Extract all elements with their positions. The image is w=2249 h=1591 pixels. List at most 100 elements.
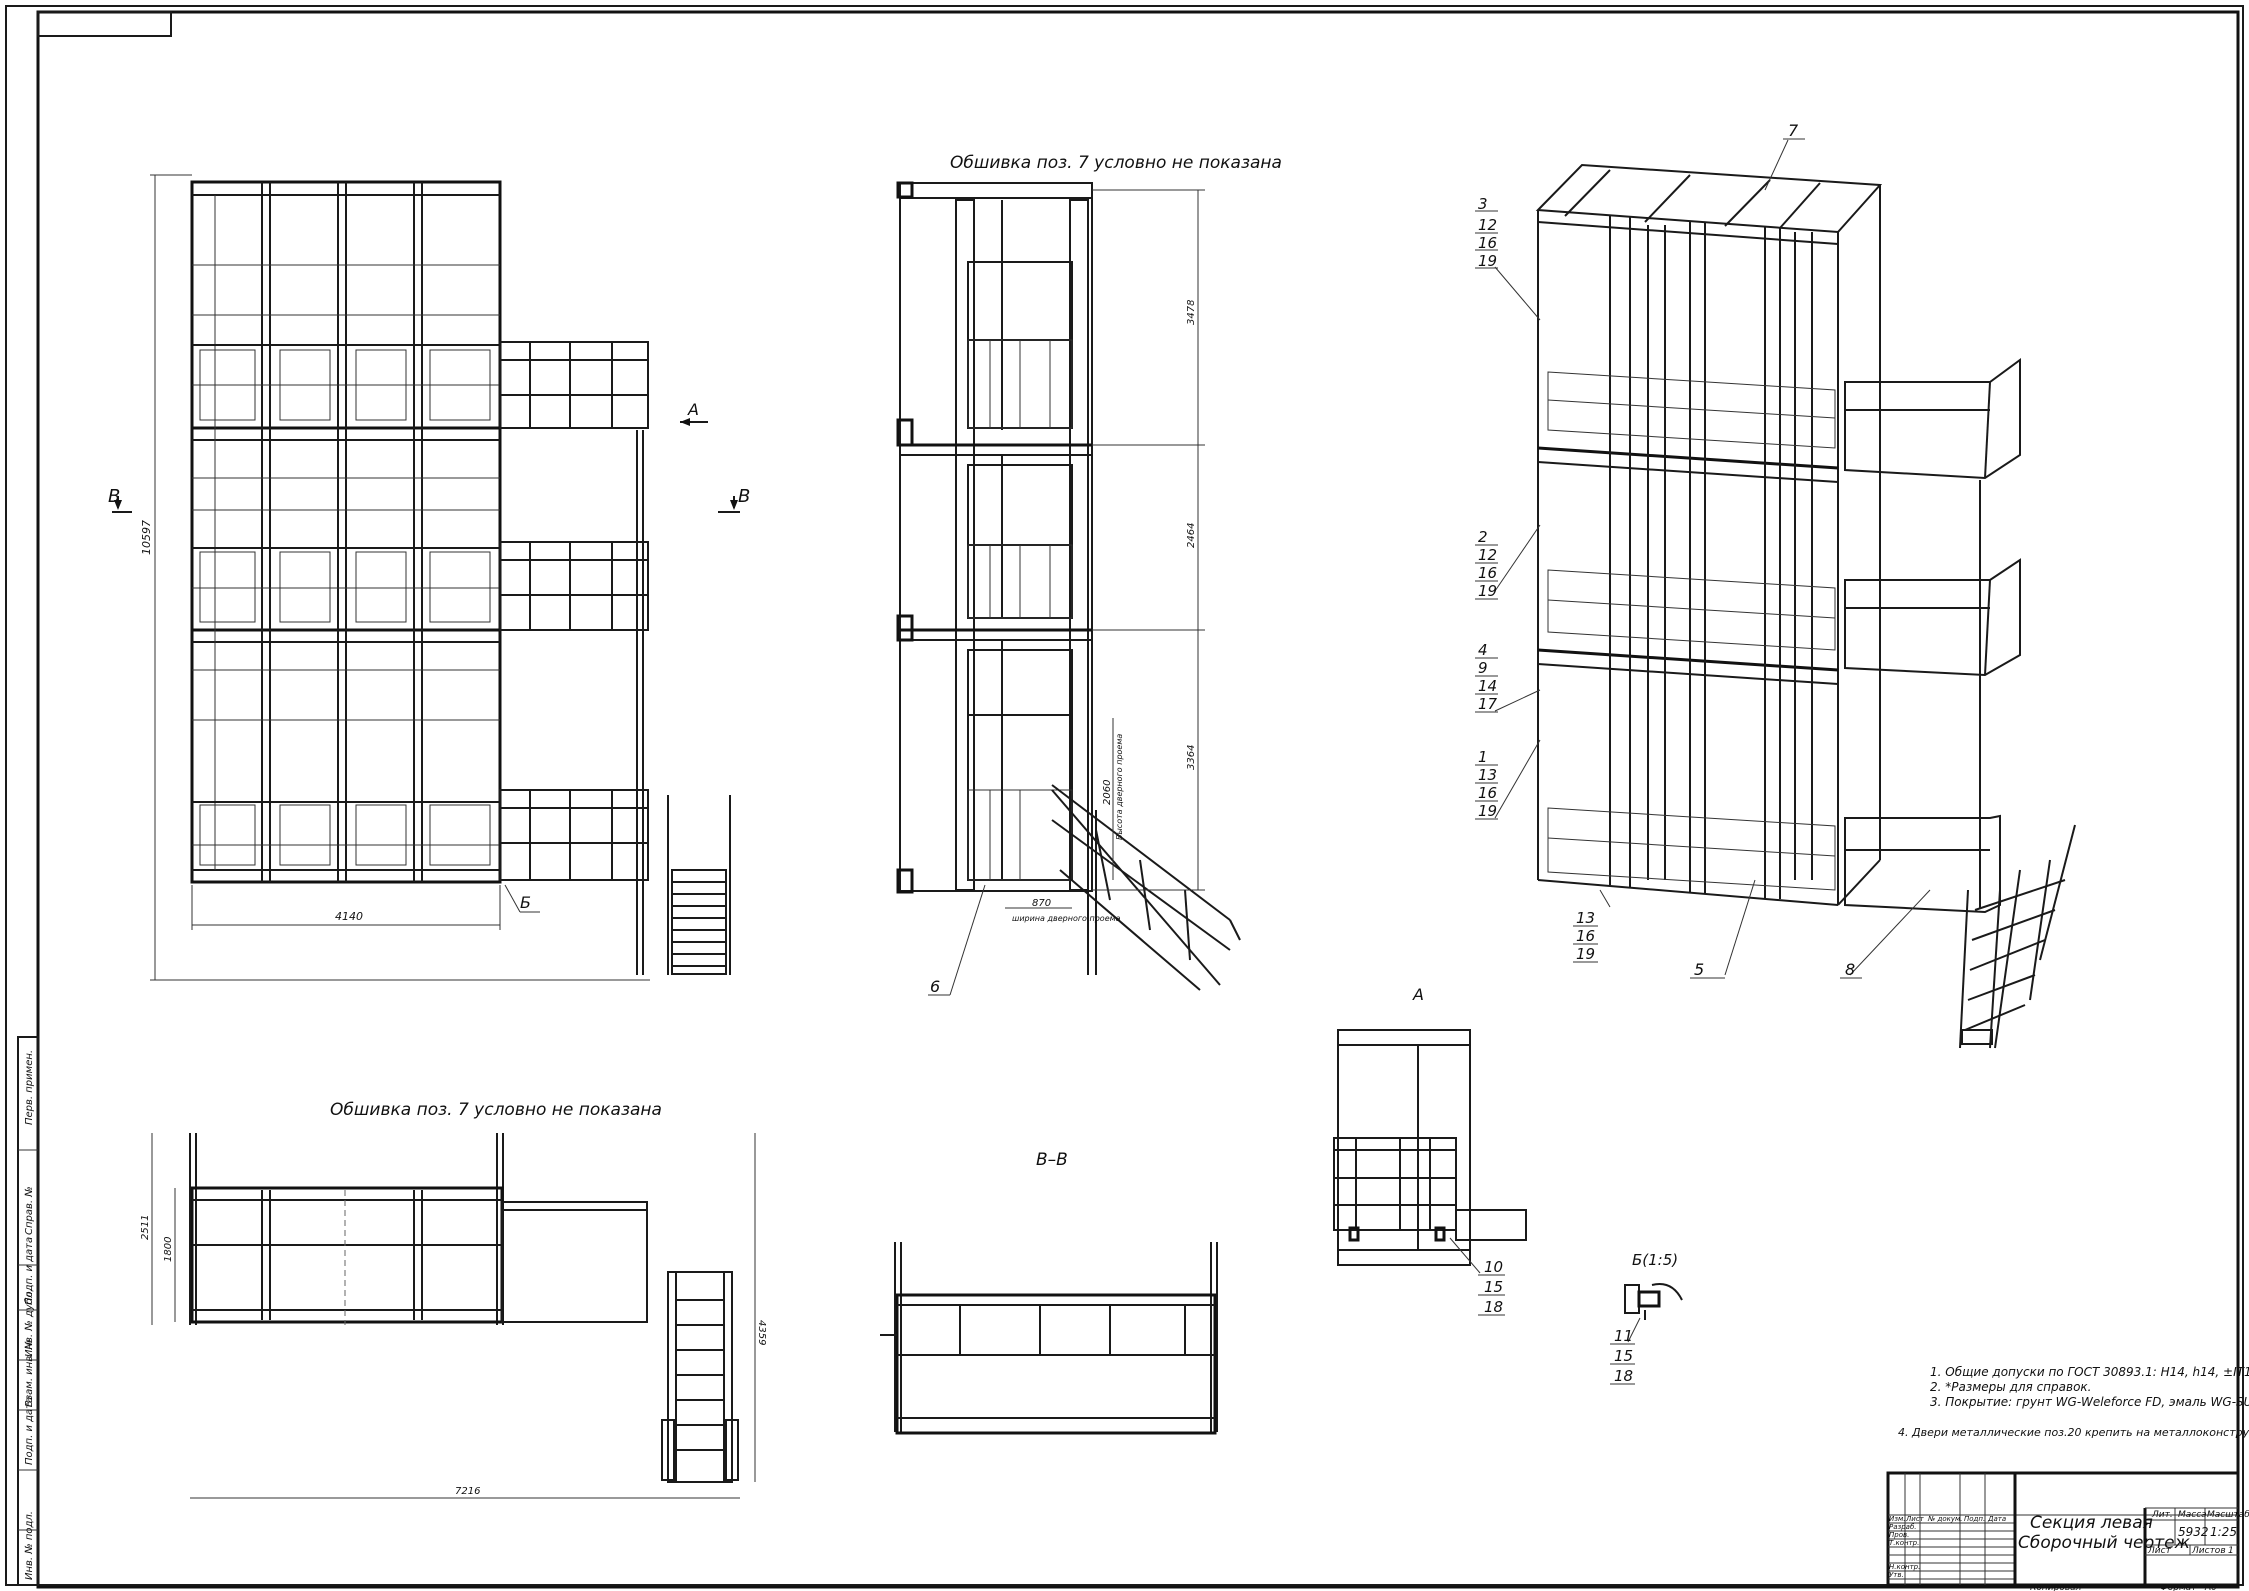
dim-door-height-note: Высота дверного проема	[1115, 734, 1124, 840]
view-a-arrow: А	[687, 400, 699, 419]
tb-row-4: Н.контр.	[1889, 1563, 1920, 1571]
stamp-text-5: Взам. инв. №	[24, 1339, 35, 1407]
tb-h-izm: Изм.	[1889, 1515, 1905, 1523]
callout-2: 2	[1478, 528, 1488, 546]
tb-h-date: Дата	[1987, 1515, 2006, 1523]
tb-title-2: Сборочный чертеж	[2018, 1533, 2191, 1553]
callout-stack-3: 4 9 14 17	[1475, 641, 1498, 713]
tb-lit-label: Лит.	[2151, 1510, 2173, 1520]
callout-stack-bottom: 13 16 19	[1573, 909, 1598, 963]
tb-row-2: Пров.	[1889, 1531, 1909, 1539]
callout-1: 1	[1478, 748, 1488, 766]
side-stamp: Перв. примен. Справ. № Подп. и дата Инв.…	[17, 1036, 39, 1586]
callout-stack-1: 3 12 16 19	[1475, 195, 1498, 270]
technical-notes: 1. Общие допуски по ГОСТ 30893.1: H14, h…	[1898, 1365, 2249, 1439]
tb-mass-value: 5932	[2178, 1525, 2209, 1539]
note-plan: Обшивка поз. 7 условно не показана	[330, 1100, 662, 1120]
dim-door-width: 870	[1032, 898, 1051, 909]
view-a-title: А	[1412, 985, 1424, 1004]
view-a-detail: А 10 15 18	[1333, 985, 1527, 1316]
tb-scale-value: 1:25	[2210, 1525, 2237, 1539]
stamp-text-6: Подп. и дата	[24, 1397, 35, 1465]
dim-plan-stair: 4359	[756, 1320, 767, 1345]
callout-8: 8	[1845, 960, 1855, 979]
callout-15b: 15	[1614, 1347, 1633, 1365]
note-3: 3. Покрытие: грунт WG-Weleforce FD, эмал…	[1930, 1395, 2249, 1409]
tb-format-label: Формат	[2160, 1583, 2197, 1591]
callout-19c: 19	[1478, 802, 1497, 820]
tb-scale-label: Масштаб	[2207, 1510, 2249, 1520]
section-vv-title: В–В	[1036, 1150, 1068, 1170]
tb-sheet-label: Лист	[2147, 1546, 2172, 1556]
tb-h-list: Лист	[1905, 1515, 1925, 1523]
callout-16d: 16	[1576, 927, 1595, 945]
tb-row-1: Разраб.	[1889, 1523, 1917, 1531]
tb-h-doc: № докум.	[1927, 1515, 1963, 1523]
tb-mass-label: Масса	[2178, 1510, 2207, 1520]
tb-copied: Копировал	[2030, 1583, 2082, 1591]
isometric-view	[1494, 139, 2076, 1049]
note-1: 1. Общие допуски по ГОСТ 30893.1: H14, h…	[1930, 1365, 2249, 1379]
dim-level-3: 3364	[1186, 745, 1197, 770]
plan-view: Обшивка поз. 7 условно не показана	[140, 1100, 767, 1499]
stamp-text-1: Перв. примен.	[24, 1050, 35, 1125]
tb-row-3: Т.контр.	[1889, 1539, 1919, 1547]
tb-title-1: Секция левая	[2030, 1513, 2153, 1533]
view-b-title: Б(1:5)	[1632, 1251, 1678, 1269]
stamp-text-7: Инв. № подл.	[24, 1511, 35, 1580]
dim-door-height: 2060	[1102, 780, 1113, 805]
callout-3: 3	[1478, 195, 1488, 213]
side-view: Обшивка поз. 7 условно не показана	[896, 153, 1282, 996]
note-4: 4. Двери металлические поз.20 крепить на…	[1898, 1426, 2249, 1439]
stamp-text-4: Инв. № дубл.	[23, 1289, 35, 1357]
tb-format-value: А0	[2204, 1583, 2217, 1591]
inner-frame	[36, 10, 2240, 1589]
view-b-detail: Б(1:5) 11 15 18	[1610, 1251, 1683, 1385]
callout-16a: 16	[1478, 234, 1497, 252]
section-vv: В–В	[880, 1150, 1218, 1435]
callout-13b: 13	[1576, 909, 1595, 927]
callout-14: 14	[1478, 677, 1497, 695]
dim-level-1: 3478	[1186, 300, 1197, 325]
callout-18b: 18	[1614, 1367, 1633, 1385]
view-b-arrow: Б	[520, 893, 531, 912]
callout-11: 11	[1614, 1327, 1633, 1345]
section-v-right: В	[738, 486, 750, 507]
callout-9: 9	[1478, 659, 1488, 677]
callout-15a: 15	[1484, 1278, 1503, 1296]
callout-12a: 12	[1478, 216, 1497, 234]
stamp-text-2: Справ. №	[24, 1186, 35, 1235]
dim-plan-inner: 1800	[163, 1237, 174, 1262]
callout-7: 7	[1788, 121, 1799, 140]
callout-19d: 19	[1576, 945, 1595, 963]
front-view: 10597 4140 В В А Б	[108, 174, 750, 981]
callout-18a: 18	[1484, 1298, 1503, 1316]
note-2: 2. *Размеры для справок.	[1930, 1380, 2091, 1394]
callout-17: 17	[1478, 695, 1498, 713]
dim-plan-total: 2511	[140, 1215, 151, 1240]
dim-level-2: 2464	[1186, 523, 1197, 548]
callout-5: 5	[1694, 960, 1704, 979]
top-left-stamp	[37, 11, 172, 37]
stamp-text-3: Подп. и дата	[24, 1237, 35, 1305]
dim-plan-width: 7216	[455, 1486, 480, 1497]
callout-4: 4	[1478, 641, 1488, 659]
callout-13a: 13	[1478, 766, 1497, 784]
callout-16c: 16	[1478, 784, 1497, 802]
callout-19b: 19	[1478, 582, 1497, 600]
tb-row-5: Утв.	[1889, 1571, 1904, 1579]
dim-front-width: 4140	[335, 910, 363, 923]
note-top: Обшивка поз. 7 условно не показана	[950, 153, 1282, 173]
callout-19a: 19	[1478, 252, 1497, 270]
section-v-left: В	[108, 486, 120, 507]
outer-border	[5, 5, 2244, 1586]
callout-6: 6	[930, 977, 940, 996]
callout-stack-4: 1 13 16 19	[1475, 748, 1498, 820]
tb-sheets-label: Листов	[2191, 1546, 2226, 1556]
callout-10: 10	[1484, 1258, 1503, 1276]
tb-h-sign: Подп.	[1964, 1515, 1985, 1523]
dim-door-width-note: ширина дверного проема	[1012, 914, 1121, 923]
dim-overall-height: 10597	[140, 520, 153, 555]
callout-12b: 12	[1478, 546, 1497, 564]
